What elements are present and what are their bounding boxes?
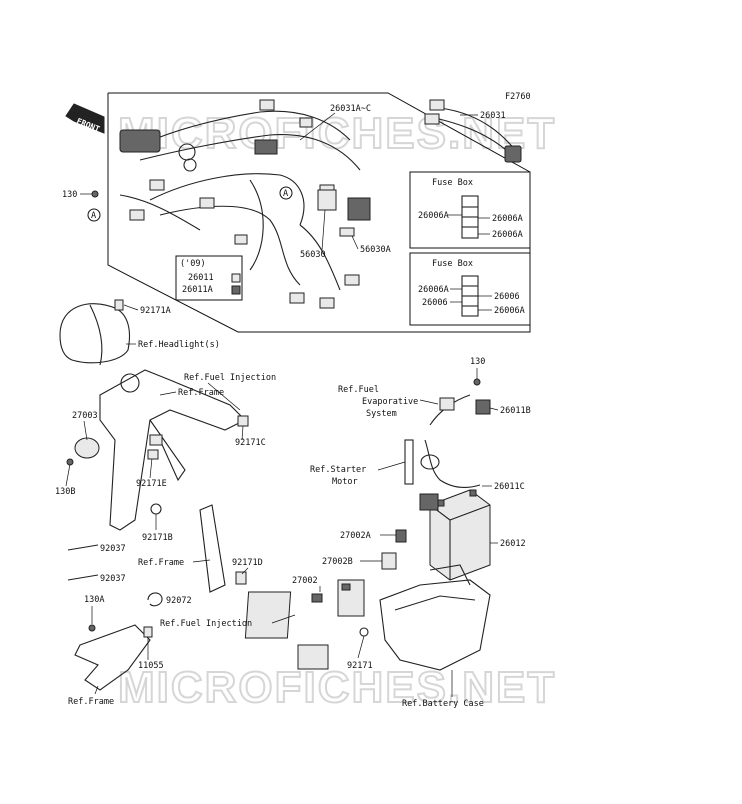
fuse-box-1-right-1: 26006A	[492, 214, 523, 224]
label-92037-b: 92037	[100, 574, 126, 584]
label-27002: 27002	[292, 576, 318, 586]
fuse-box-2-left-2: 26006	[422, 298, 448, 308]
fuse-box-1-right-2: 26006A	[492, 230, 523, 240]
label-26011c: 26011C	[494, 482, 525, 492]
watermark-bottom: MICROFICHES.NET	[118, 663, 556, 712]
year-09-box: ('09) 26011 26011A	[175, 255, 243, 301]
fuse-box-2-right-1: 26006	[494, 292, 520, 302]
label-92171e: 92171E	[136, 479, 167, 489]
label-ref-fuel-evap-3: System	[366, 409, 397, 419]
label-ref-fuel-evap-2: Evaporative	[362, 397, 418, 407]
ref-marker-a: A	[283, 189, 288, 199]
label-27002b: 27002B	[322, 557, 353, 567]
label-ref-fuel-injection-bottom: Ref.Fuel Injection	[160, 619, 252, 629]
label-130b: 130B	[55, 487, 75, 497]
label-ref-frame-bottom: Ref.Frame	[68, 697, 114, 707]
label-92171a: 92171A	[140, 306, 171, 316]
label-ref-starter-2: Motor	[332, 477, 358, 487]
label-92037-a: 92037	[100, 544, 126, 554]
fuse-box-1-title: Fuse Box	[432, 178, 473, 188]
fuse-box-2: Fuse Box 26006A 26006 26006 26006A	[409, 252, 531, 326]
label-56030a: 56030A	[360, 245, 391, 255]
ref-marker-a-left-circle	[87, 208, 101, 222]
fuse-box-1: Fuse Box 26006A 26006A 26006A	[409, 171, 531, 249]
figure-id: F2760	[505, 92, 531, 102]
headlight	[59, 299, 131, 366]
label-27002a: 27002A	[340, 531, 371, 541]
label-92171d: 92171D	[232, 558, 263, 568]
cable-ties	[67, 544, 99, 581]
label-ref-frame-mid: Ref.Frame	[138, 558, 184, 568]
label-56030: 56030	[300, 250, 326, 260]
clip-92072	[147, 592, 163, 607]
label-ref-frame-top: Ref.Frame	[178, 388, 224, 398]
frame-bracket-mid	[199, 504, 247, 593]
label-92171b: 92171B	[142, 533, 173, 543]
sub-harness-26031	[424, 99, 522, 163]
label-130a: 130A	[84, 595, 104, 605]
label-ref-battery-case: Ref.Battery Case	[402, 699, 484, 709]
label-26031: 26031	[480, 111, 506, 121]
front-arrow: FRONT	[65, 103, 105, 134]
fuse-box-2-right-2: 26006A	[494, 306, 525, 316]
ref-marker-a-left: A	[91, 211, 96, 221]
harness-enclosure	[107, 92, 531, 333]
label-26031ac: 26031A~C	[330, 104, 371, 114]
label-26011b: 26011B	[500, 406, 531, 416]
label-26012: 26012	[500, 539, 526, 549]
label-ref-fuel-evap-1: Ref.Fuel	[338, 385, 379, 395]
label-92072: 92072	[166, 596, 192, 606]
fuse-box-2-left-1: 26006A	[418, 285, 449, 295]
label-26011a: 26011A	[182, 285, 213, 295]
label-92171c: 92171C	[235, 438, 266, 448]
label-130-top: 130	[62, 190, 77, 200]
frame-bracket-bottom	[74, 624, 153, 691]
battery-case	[379, 564, 491, 671]
label-11055: 11055	[138, 661, 164, 671]
label-92171: 92171	[347, 661, 373, 671]
label-ref-fuel-injection-top: Ref.Fuel Injection	[184, 373, 276, 383]
starter-relay-and-cables	[404, 378, 491, 511]
year-note: ('09)	[180, 259, 206, 269]
fuse-box-2-title: Fuse Box	[432, 259, 473, 269]
fuse-box-1-left: 26006A	[418, 211, 449, 221]
battery	[429, 489, 491, 581]
label-130-right: 130	[470, 357, 485, 367]
relays	[317, 189, 371, 237]
ref-marker-a-circle	[279, 186, 293, 200]
label-27003: 27003	[72, 411, 98, 421]
watermark-top: MICROFICHES.NET	[118, 109, 556, 158]
label-ref-starter-1: Ref.Starter	[310, 465, 366, 475]
label-26011: 26011	[188, 273, 214, 283]
ecu-units	[244, 529, 407, 670]
label-ref-headlight: Ref.Headlight(s)	[138, 340, 220, 350]
